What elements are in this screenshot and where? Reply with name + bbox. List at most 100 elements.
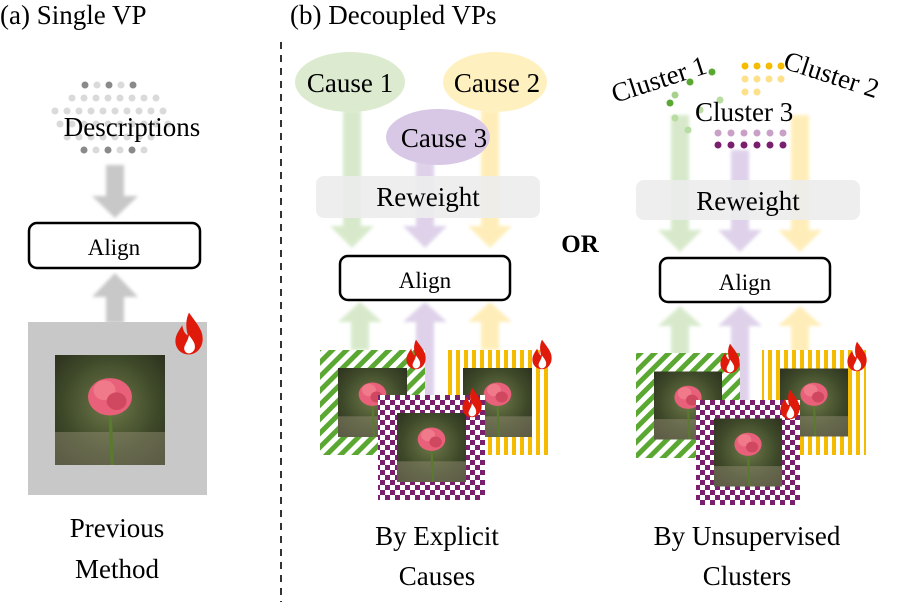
dot xyxy=(80,146,88,154)
dot xyxy=(81,81,89,89)
dot xyxy=(104,94,112,102)
dot xyxy=(152,120,160,128)
caption-line1: Previous xyxy=(70,513,165,543)
cause-3-label: Cause 3 xyxy=(401,123,487,153)
dot xyxy=(671,114,679,122)
dot xyxy=(87,107,95,115)
dot xyxy=(159,107,167,115)
dot xyxy=(753,88,761,96)
dot xyxy=(104,146,112,154)
dot xyxy=(777,62,785,70)
dot xyxy=(117,81,125,89)
align-box xyxy=(27,221,202,270)
dot xyxy=(140,146,148,154)
align-box-causes xyxy=(338,254,512,302)
dot xyxy=(135,133,143,141)
dot xyxy=(75,107,83,115)
cause-1-bubble xyxy=(295,52,405,112)
dot xyxy=(741,75,749,83)
dot xyxy=(766,141,774,149)
dot xyxy=(152,94,160,102)
dot xyxy=(128,146,136,154)
dot xyxy=(68,94,76,102)
dot xyxy=(135,107,143,115)
dot xyxy=(147,133,155,141)
dot xyxy=(777,75,785,83)
dot xyxy=(92,146,100,154)
rose-image xyxy=(714,418,782,487)
dot xyxy=(63,133,71,141)
dot xyxy=(140,120,148,128)
flame-icon xyxy=(175,312,203,355)
dot xyxy=(99,107,107,115)
dot xyxy=(123,107,131,115)
dot xyxy=(766,129,774,137)
cluster-2-label: Cluster 2 xyxy=(780,45,883,104)
dot xyxy=(68,120,76,128)
cause-1-label: Cause 1 xyxy=(307,68,393,98)
dot xyxy=(740,129,748,137)
dot xyxy=(686,78,694,86)
panel-b-title: (b) Decoupled VPs xyxy=(290,0,496,30)
dot xyxy=(741,88,749,96)
dot xyxy=(104,120,112,128)
dot xyxy=(740,141,748,149)
dot xyxy=(123,133,131,141)
right-caption-line2: Clusters xyxy=(703,561,792,591)
dot xyxy=(684,126,692,134)
reweight-box-clusters xyxy=(636,180,860,220)
dot xyxy=(708,68,716,76)
dot xyxy=(140,94,148,102)
dot xyxy=(111,133,119,141)
cause-2-label: Cause 2 xyxy=(454,68,540,98)
dot xyxy=(753,141,761,149)
dot xyxy=(63,107,71,115)
dot xyxy=(128,94,136,102)
dot xyxy=(80,120,88,128)
description-dots xyxy=(51,81,172,154)
dot xyxy=(99,133,107,141)
dot xyxy=(147,107,155,115)
flame-icon xyxy=(532,339,552,370)
dot xyxy=(80,94,88,102)
dot xyxy=(128,120,136,128)
cluster-3-label: Cluster 3 xyxy=(695,97,793,127)
align-label: Align xyxy=(88,235,141,260)
panel-a-title: (a) Single VP xyxy=(0,0,147,30)
dot xyxy=(116,146,124,154)
cause-2-bubble xyxy=(443,52,547,112)
dot xyxy=(93,81,101,89)
dot xyxy=(671,91,679,99)
dot xyxy=(56,120,64,128)
flame-icon xyxy=(847,341,867,372)
left-caption-line2: Causes xyxy=(399,561,476,591)
align-label-clusters: Align xyxy=(719,270,772,295)
dot xyxy=(51,107,59,115)
dot xyxy=(75,133,83,141)
dot xyxy=(753,62,761,70)
dot xyxy=(164,120,172,128)
dot xyxy=(116,120,124,128)
dot xyxy=(779,141,787,149)
rose-image xyxy=(55,355,165,465)
dot xyxy=(765,62,773,70)
dot xyxy=(116,94,124,102)
align-box-clusters xyxy=(658,256,832,304)
arrow-down xyxy=(92,165,138,218)
cluster-dots xyxy=(666,62,787,149)
dot xyxy=(105,81,113,89)
reweight-box xyxy=(316,176,540,218)
dot xyxy=(753,129,761,137)
dot xyxy=(779,129,787,137)
dot xyxy=(92,120,100,128)
dot xyxy=(714,141,722,149)
arrow-up xyxy=(92,273,138,323)
dot xyxy=(129,81,137,89)
reweight-label: Reweight xyxy=(376,182,480,212)
rose-image xyxy=(396,413,467,482)
or-label: OR xyxy=(561,231,599,258)
dot xyxy=(92,94,100,102)
reweight-label-clusters: Reweight xyxy=(696,186,800,216)
align-label-causes: Align xyxy=(399,268,452,293)
